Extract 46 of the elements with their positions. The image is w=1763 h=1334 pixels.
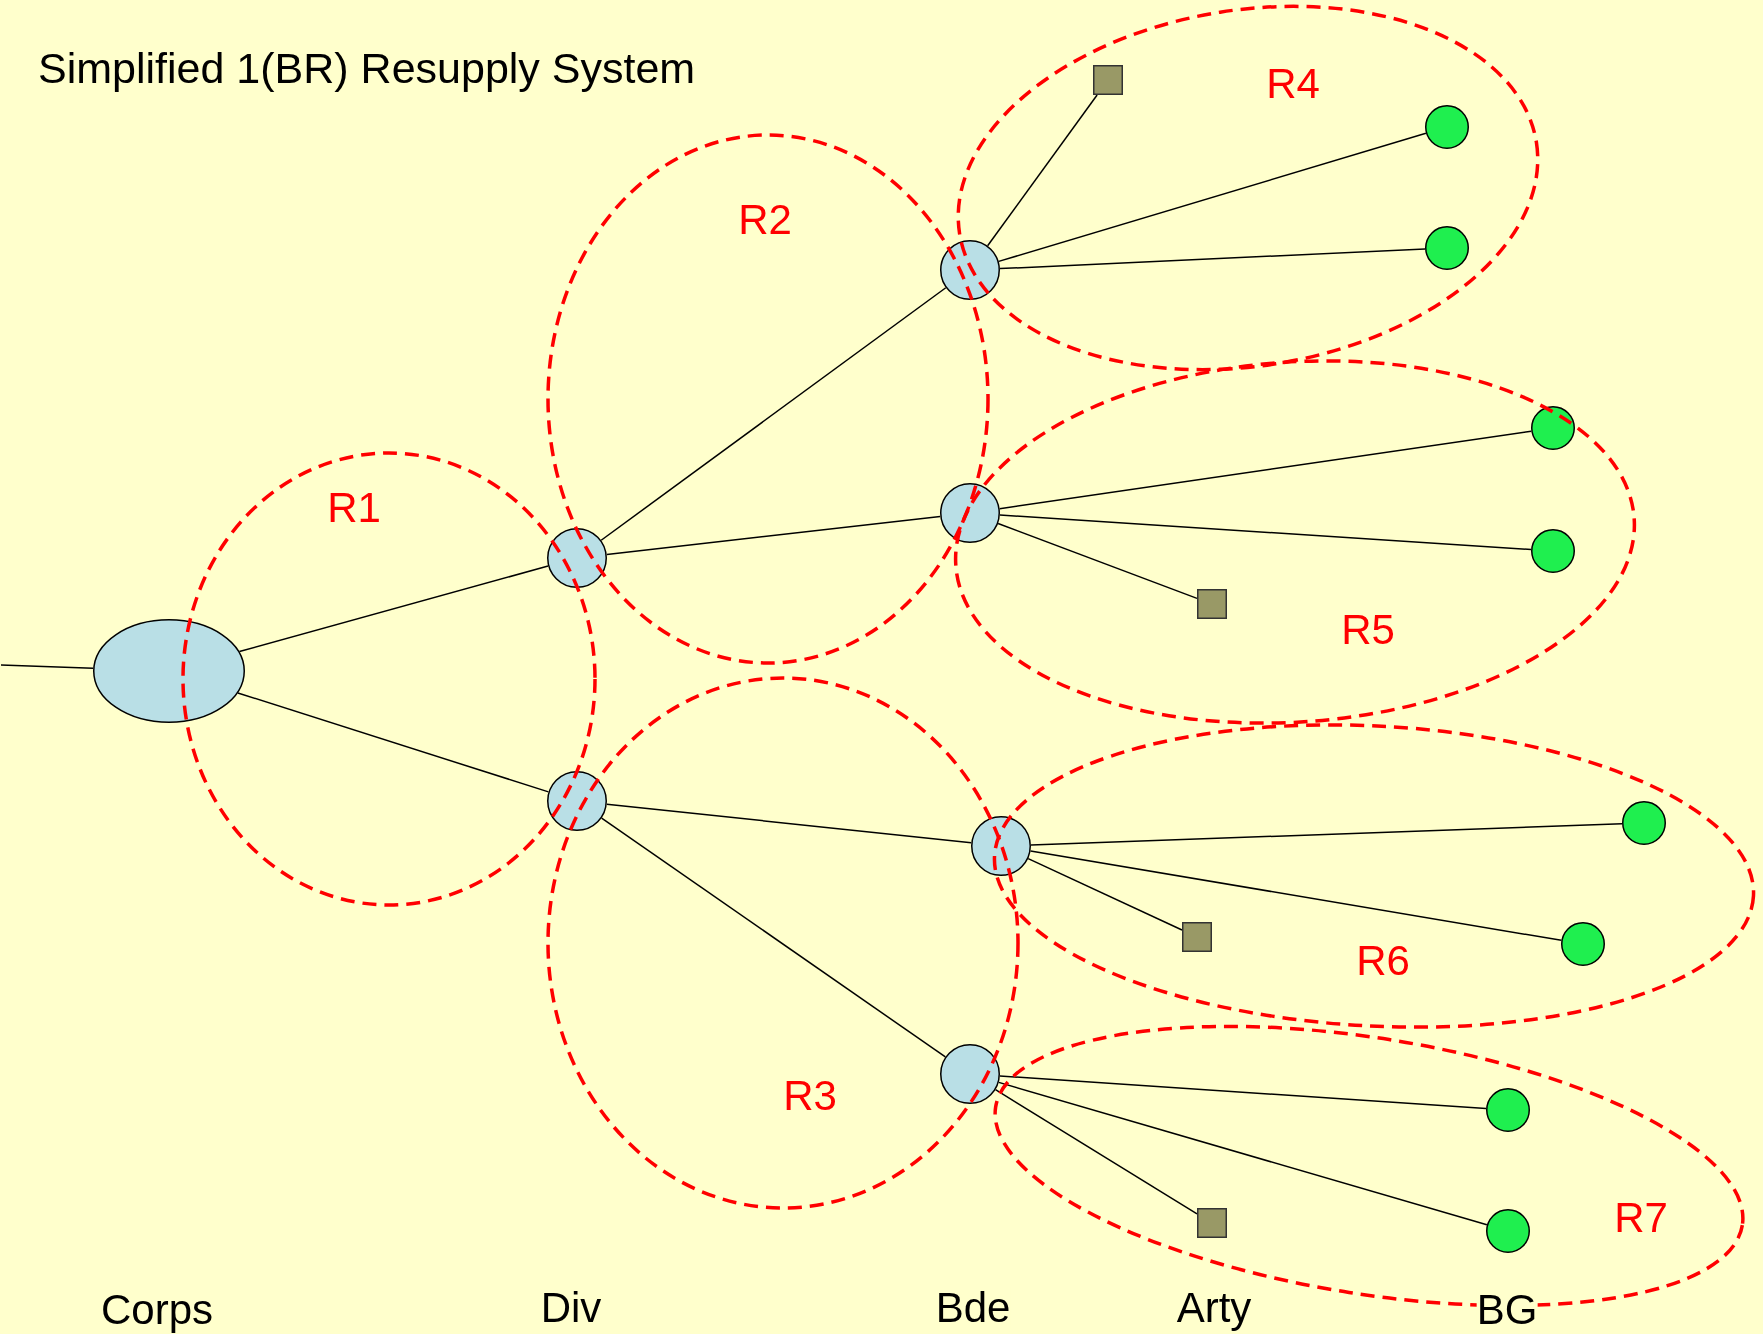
region-label: R3 xyxy=(783,1075,837,1117)
connector-line xyxy=(999,514,1532,551)
circle-node xyxy=(1622,801,1666,845)
square-node xyxy=(1093,65,1123,95)
connector-line xyxy=(997,522,1198,600)
diagram-title: Simplified 1(BR) Resupply System xyxy=(38,44,696,93)
connector-line xyxy=(606,803,972,844)
connector-line xyxy=(237,692,550,793)
connector-line xyxy=(994,1089,1198,1215)
circle-node xyxy=(1425,105,1469,149)
connector-line xyxy=(600,287,947,541)
circle-node xyxy=(547,771,607,831)
circle-node xyxy=(1531,529,1575,573)
square-node xyxy=(1197,1208,1227,1238)
connector-line xyxy=(999,248,1426,270)
circle-node xyxy=(1425,226,1469,270)
connector-line xyxy=(1030,823,1623,846)
square-node xyxy=(1182,922,1212,952)
connector-line xyxy=(606,515,941,556)
connector-line xyxy=(986,94,1098,247)
connector-line xyxy=(999,1075,1487,1110)
region-label: R7 xyxy=(1614,1197,1668,1239)
connector-line xyxy=(238,565,549,653)
connector-line xyxy=(0,664,94,670)
circle-node xyxy=(1561,922,1605,966)
circle-node xyxy=(1486,1209,1530,1253)
connector-line xyxy=(998,1081,1488,1226)
region-label: R1 xyxy=(327,487,381,529)
circle-node xyxy=(971,816,1031,876)
circle-node xyxy=(1531,406,1575,450)
square-node xyxy=(1197,589,1227,619)
region-label: R6 xyxy=(1356,940,1410,982)
region-label: R2 xyxy=(738,199,792,241)
connector-line xyxy=(600,817,947,1058)
circle-node xyxy=(940,1044,1000,1104)
circle-node xyxy=(547,528,607,588)
circle-node xyxy=(1486,1088,1530,1132)
connector-line xyxy=(998,430,1532,510)
region-label: R5 xyxy=(1341,609,1395,651)
circle-node xyxy=(940,483,1000,543)
connector-line xyxy=(1027,857,1183,931)
region-label: R4 xyxy=(1266,63,1320,105)
circle-node xyxy=(940,240,1000,300)
connector-line xyxy=(998,132,1427,263)
ellipse-node xyxy=(93,619,245,723)
connector-line xyxy=(1029,850,1563,942)
